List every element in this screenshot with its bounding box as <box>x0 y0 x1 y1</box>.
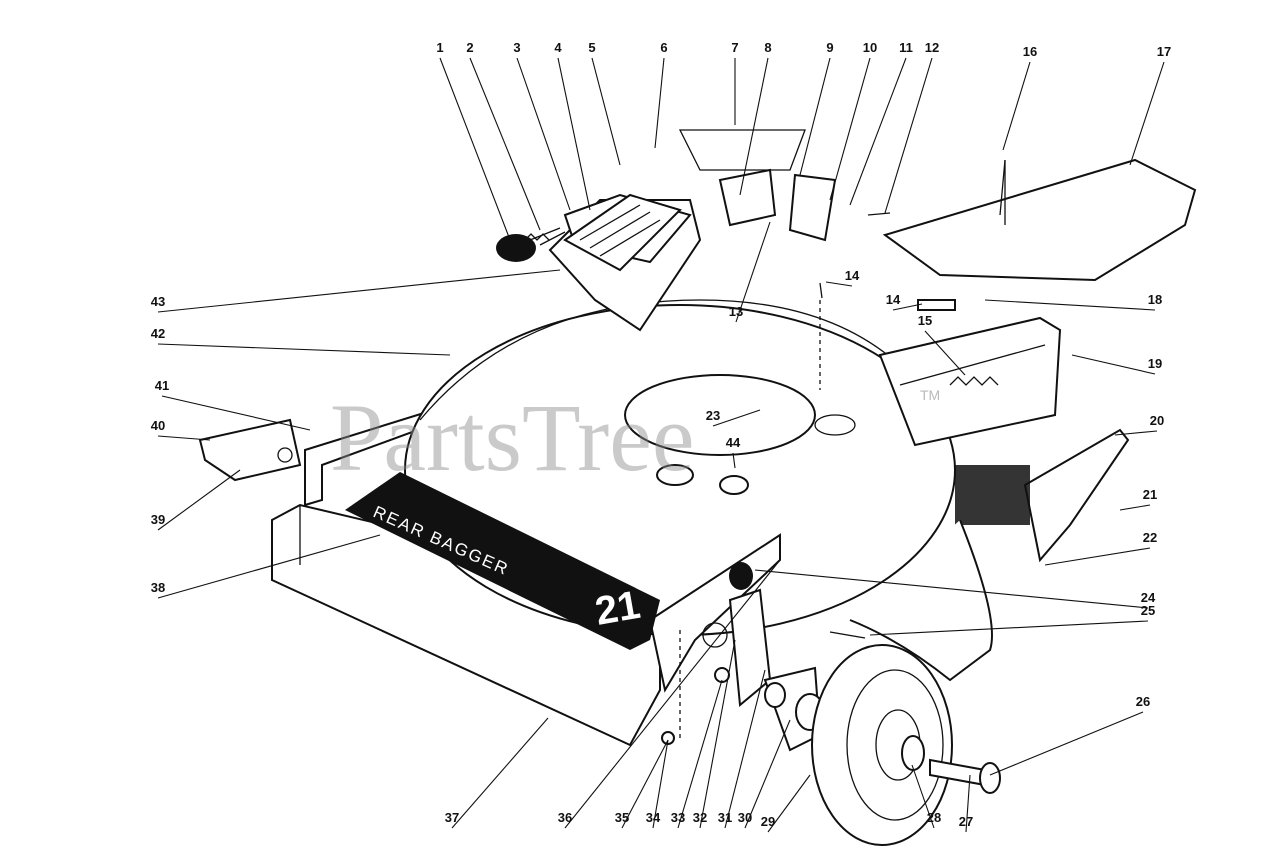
leader-line-44 <box>732 452 736 469</box>
callout-32: 32 <box>693 810 707 825</box>
leader-line-30 <box>744 719 791 829</box>
leader-line-16 <box>1002 61 1031 151</box>
callout-21: 21 <box>1143 487 1157 502</box>
leader-line-20 <box>1114 430 1158 436</box>
callout-28: 28 <box>927 810 941 825</box>
callout-27: 27 <box>959 814 973 829</box>
callout-20: 20 <box>1150 413 1164 428</box>
callout-29: 29 <box>761 814 775 829</box>
leader-line-42 <box>157 343 451 356</box>
leader-line-6 <box>654 57 665 149</box>
leader-line-1 <box>439 57 513 246</box>
callout-23: 23 <box>706 408 720 423</box>
callout-34: 34 <box>646 810 661 825</box>
callout-25: 25 <box>1141 603 1155 618</box>
leader-line-19 <box>1071 354 1156 375</box>
callout-15: 15 <box>918 313 932 328</box>
leader-line-33 <box>677 679 723 829</box>
leader-line-28 <box>911 764 935 829</box>
leader-line-37 <box>451 717 549 829</box>
leader-line-36 <box>564 559 781 829</box>
leader-line-34 <box>652 739 669 829</box>
leader-line-18 <box>984 299 1156 311</box>
callout-24: 24 <box>1141 590 1156 605</box>
callout-7: 7 <box>731 40 738 55</box>
leader-line-31 <box>724 669 766 829</box>
leader-line-24 <box>754 569 1149 609</box>
callout-39: 39 <box>151 512 165 527</box>
callout-38: 38 <box>151 580 165 595</box>
callout-36: 36 <box>558 810 572 825</box>
callout-8: 8 <box>764 40 771 55</box>
callout-4: 4 <box>554 40 562 55</box>
leader-line-12 <box>884 57 933 214</box>
leader-line-3 <box>516 57 571 211</box>
callout-44: 44 <box>726 435 741 450</box>
leader-line-21 <box>1119 504 1151 511</box>
callout-18: 18 <box>1148 292 1162 307</box>
leader-line-39 <box>157 469 241 531</box>
leader-line-4 <box>557 57 591 211</box>
callout-5: 5 <box>588 40 595 55</box>
callout-30: 30 <box>738 810 752 825</box>
callout-35: 35 <box>615 810 629 825</box>
callout-2: 2 <box>466 40 473 55</box>
callout-16: 16 <box>1023 44 1037 59</box>
callout-12: 12 <box>925 40 939 55</box>
callout-26: 26 <box>1136 694 1150 709</box>
callout-9: 9 <box>826 40 833 55</box>
callout-43: 43 <box>151 294 165 309</box>
leader-line-38 <box>157 534 381 599</box>
leader-line-27 <box>965 774 971 833</box>
watermark-trademark: TM <box>920 387 940 403</box>
callout-14: 14 <box>845 268 860 283</box>
leader-line-2 <box>469 57 541 231</box>
leader-line-11 <box>849 57 907 206</box>
leader-line-17 <box>1129 61 1165 166</box>
callout-19: 19 <box>1148 356 1162 371</box>
callout-11: 11 <box>899 40 913 55</box>
leader-line-25 <box>869 620 1149 636</box>
caution-decal <box>563 193 682 272</box>
callout-3: 3 <box>513 40 520 55</box>
leader-line-22 <box>1044 547 1151 566</box>
leader-lines <box>157 57 1165 833</box>
leader-line-13 <box>735 221 771 323</box>
callout-37: 37 <box>445 810 459 825</box>
callout-10: 10 <box>863 40 877 55</box>
leader-line-43 <box>157 269 561 313</box>
leader-line-23 <box>712 409 761 427</box>
decal-model-number: 21 <box>592 583 643 634</box>
leader-line-9 <box>799 57 831 176</box>
callout-41: 41 <box>155 378 169 393</box>
callout-17: 17 <box>1157 44 1171 59</box>
leader-line-10 <box>829 57 871 201</box>
leader-line-29 <box>767 774 811 833</box>
callout-14: 14 <box>886 292 901 307</box>
callout-13: 13 <box>729 304 743 319</box>
leader-line-8 <box>739 57 769 196</box>
leader-line-41 <box>161 395 311 431</box>
leader-line-32 <box>699 639 736 829</box>
callout-6: 6 <box>660 40 667 55</box>
leader-line-5 <box>591 57 621 166</box>
callout-1: 1 <box>436 40 443 55</box>
leader-line-14 <box>892 303 923 311</box>
leader-line-15 <box>924 330 966 376</box>
callout-40: 40 <box>151 418 165 433</box>
leader-line-14 <box>825 281 853 287</box>
watermark-text: PartsTree <box>330 384 694 491</box>
leader-line-26 <box>989 711 1144 776</box>
callout-42: 42 <box>151 326 165 341</box>
callout-31: 31 <box>718 810 732 825</box>
leader-line-40 <box>157 435 211 441</box>
callout-22: 22 <box>1143 530 1157 545</box>
leader-line-35 <box>621 739 669 829</box>
watermark: PartsTree TM <box>330 384 940 491</box>
callout-33: 33 <box>671 810 685 825</box>
